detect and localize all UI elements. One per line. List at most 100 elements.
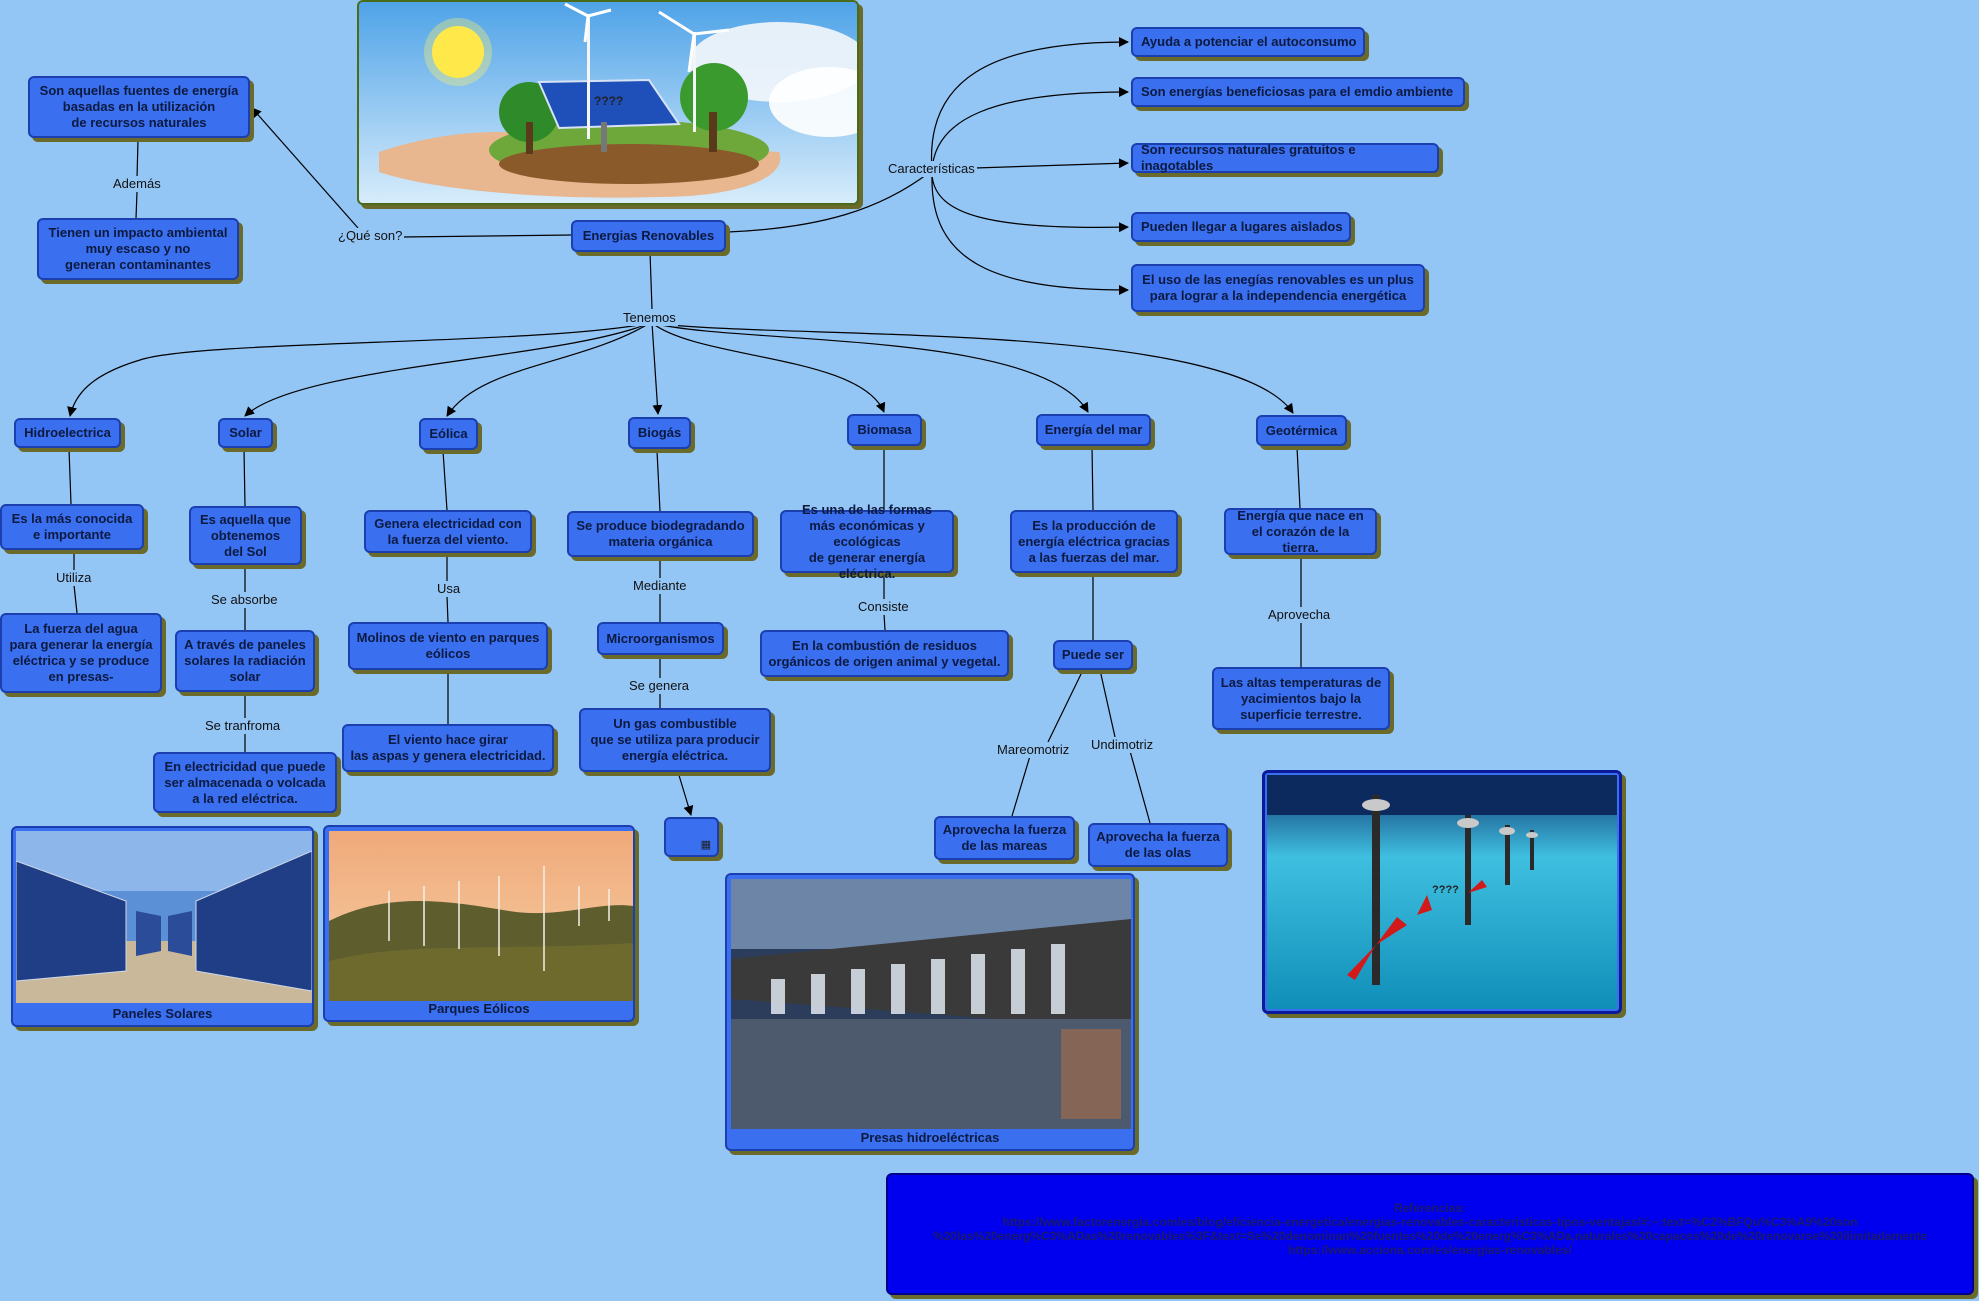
- mar-option-b-node[interactable]: Aprovecha la fuerza de las olas: [1088, 823, 1228, 867]
- references-link-2[interactable]: https://www.acciona.com/es/energias-reno…: [1288, 1243, 1572, 1257]
- link-label-caracteristicas: Características: [886, 161, 977, 177]
- characteristic-node-1[interactable]: Ayuda a potenciar el autoconsumo: [1131, 27, 1365, 57]
- link-label-undimotriz: Undimotriz: [1089, 737, 1156, 753]
- geo-detail-node[interactable]: Las altas temperaturas de yacimientos ba…: [1212, 667, 1390, 730]
- link-tenemos-solar: [244, 322, 651, 417]
- hero-illustration: ????: [359, 2, 857, 203]
- link-center-tenemos: [649, 251, 653, 310]
- link-char-2: [931, 87, 1129, 171]
- sun-icon: [432, 26, 484, 78]
- mar-mark: ????: [1432, 884, 1459, 896]
- link-tenemos-hidro: [67, 322, 651, 417]
- hidro-desc-node[interactable]: Es la más conocida e importante: [0, 504, 144, 550]
- link-undimotriz-b: [1129, 750, 1151, 824]
- link-label-utiliza: Utiliza: [54, 570, 94, 586]
- biogas-step2-node[interactable]: Un gas combustible que se utiliza para p…: [579, 708, 771, 772]
- eolica-desc-node[interactable]: Genera electricidad con la fuerza del vi…: [364, 510, 532, 553]
- link-char-1: [930, 37, 1129, 171]
- characteristic-node-2[interactable]: Son energías beneficiosas para el emdio …: [1131, 77, 1465, 107]
- characteristic-node-5[interactable]: El uso de las enegías renovables es un p…: [1131, 264, 1425, 312]
- mar-puede-ser-node[interactable]: Puede ser: [1053, 640, 1133, 670]
- link-label-mareomotriz: Mareomotriz: [995, 742, 1072, 758]
- references-link-1-cont[interactable]: %20las%20energ%C3%ADas%20renovables%3F&t…: [932, 1229, 1928, 1243]
- definition-extra-node[interactable]: Tienen un impacto ambiental muy escaso y…: [37, 218, 239, 280]
- mar-option-a-node[interactable]: Aprovecha la fuerza de las mareas: [934, 816, 1075, 860]
- biogas-empty-node[interactable]: ▦: [664, 817, 719, 857]
- geo-desc-node[interactable]: Energía que nace en el corazón de la tie…: [1224, 508, 1377, 555]
- solar-step2-node[interactable]: En electricidad que puede ser almacenada…: [153, 752, 337, 813]
- link-tenemos-geo: [651, 322, 1294, 414]
- link-definition-ademas: [136, 139, 139, 179]
- link-tenemos-eolica: [446, 322, 651, 417]
- link-consiste-detail: [883, 613, 886, 631]
- attachment-icon: ▦: [700, 839, 711, 851]
- link-ademas-extra: [135, 191, 138, 219]
- caption-paneles-solares: Paneles Solares: [112, 1006, 213, 1021]
- ocean-turbines-photo: ????: [1267, 775, 1617, 1009]
- link-puedeser-mareomotriz: [1047, 669, 1084, 743]
- link-char-5: [931, 174, 1129, 295]
- link-que-son-definition: [251, 107, 359, 229]
- biomasa-detail-node[interactable]: En la combustión de residuos orgánicos d…: [760, 630, 1009, 677]
- link-usa-step1: [446, 595, 449, 623]
- link-biogas-desc: [656, 450, 661, 512]
- center-node-energias-renovables[interactable]: Energias Renovables: [571, 220, 726, 252]
- definition-node[interactable]: Son aquellas fuentes de energía basadas …: [28, 76, 250, 138]
- link-geo-desc: [1296, 446, 1301, 509]
- caption-presas-hidroelectricas: Presas hidroeléctricas: [860, 1130, 1000, 1145]
- link-label-mediante: Mediante: [631, 578, 689, 594]
- references-box[interactable]: Referencias: https://www.factorenergia.c…: [886, 1173, 1974, 1295]
- biogas-step1-node[interactable]: Microorganismos: [597, 622, 724, 655]
- characteristic-node-3[interactable]: Son recursos naturales gratuitos e inago…: [1131, 142, 1439, 173]
- link-label-consiste: Consiste: [856, 599, 911, 615]
- type-node-geotermica[interactable]: Geotérmica: [1256, 415, 1347, 446]
- link-eolica-desc: [442, 450, 448, 511]
- image-energia-del-mar: ????: [1262, 770, 1622, 1014]
- solar-panel-icon: [537, 78, 681, 130]
- biomasa-desc-node[interactable]: Es una de las formas más económicas y ec…: [780, 502, 954, 581]
- link-tenemos-biomasa: [651, 322, 886, 413]
- type-node-biomasa[interactable]: Biomasa: [847, 414, 922, 446]
- link-tenemos-mar: [651, 322, 1089, 413]
- type-node-biogas[interactable]: Biogás: [628, 417, 691, 449]
- image-presas-hidroelectricas: Presas hidroeléctricas: [725, 873, 1135, 1151]
- link-label-se-genera: Se genera: [627, 678, 691, 694]
- hidro-detail-node[interactable]: La fuerza del agua para generar la energ…: [0, 613, 162, 693]
- link-label-que-son: ¿Qué son?: [336, 228, 405, 244]
- type-node-eolica[interactable]: Eólica: [419, 418, 478, 450]
- characteristic-node-4[interactable]: Pueden llegar a lugares aislados: [1131, 212, 1351, 242]
- link-label-tenemos: Tenemos: [621, 310, 678, 326]
- link-label-ademas: Además: [111, 176, 163, 192]
- image-parques-eolicos: Parques Eólicos: [323, 825, 635, 1022]
- link-mar-desc: [1091, 446, 1094, 511]
- references-title: Referencias:: [1393, 1201, 1467, 1215]
- link-label-usa: Usa: [435, 581, 463, 597]
- link-step2-empty: [677, 771, 694, 816]
- mar-desc-node[interactable]: Es la producción de energía eléctrica gr…: [1010, 510, 1178, 573]
- hero-mark: ????: [594, 94, 623, 108]
- link-tenemos-biogas: [651, 322, 663, 415]
- type-node-solar[interactable]: Solar: [218, 418, 273, 448]
- link-char-3: [974, 158, 1129, 169]
- link-label-aprovecha: Aprovecha: [1266, 607, 1333, 623]
- link-hidro-desc: [68, 448, 72, 505]
- link-char-4: [931, 174, 1129, 233]
- biogas-desc-node[interactable]: Se produce biodegradando materia orgánic…: [567, 511, 754, 557]
- link-label-se-tranfroma: Se tranfroma: [203, 718, 283, 734]
- solar-step1-node[interactable]: A través de paneles solares la radiación…: [175, 630, 315, 692]
- hero-renewable-image: ????: [357, 0, 859, 205]
- eolica-step2-node[interactable]: El viento hace girar las aspas y genera …: [342, 724, 554, 772]
- link-utiliza-detail: [73, 584, 78, 614]
- link-label-se-absorbe: Se absorbe: [209, 592, 280, 608]
- type-node-energia-del-mar[interactable]: Energía del mar: [1036, 414, 1151, 446]
- link-solar-desc: [243, 448, 246, 507]
- link-center-que-son: [401, 234, 573, 238]
- dam-photo: [731, 879, 1131, 1129]
- references-link-1[interactable]: https://www.factorenergia.com/es/blog/ef…: [1002, 1215, 1858, 1229]
- solar-desc-node[interactable]: Es aquella que obtenemos del Sol: [189, 506, 302, 565]
- caption-parques-eolicos: Parques Eólicos: [428, 1001, 530, 1016]
- eolica-step1-node[interactable]: Molinos de viento en parques eólicos: [348, 622, 548, 670]
- link-mareomotriz-a: [1011, 755, 1031, 817]
- wind-farm-photo: [329, 831, 633, 1001]
- type-node-hidroelectrica[interactable]: Hidroelectrica: [14, 418, 121, 448]
